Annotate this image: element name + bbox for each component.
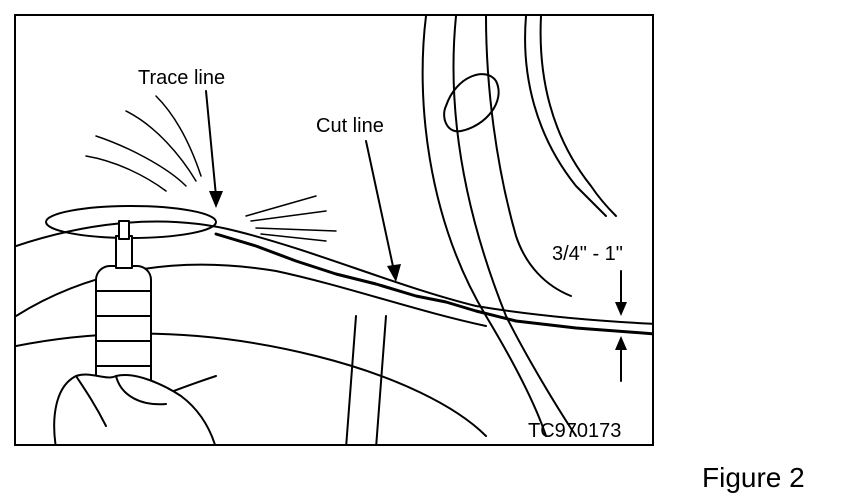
pillar-line-2 xyxy=(452,16,577,437)
trace-line-label: Trace line xyxy=(138,67,226,89)
figure-caption: Figure 2 xyxy=(702,462,805,493)
trace-line-arrow xyxy=(205,90,217,197)
post-line-2 xyxy=(375,315,387,444)
hand-fingers xyxy=(75,375,167,427)
pillar-line-5 xyxy=(485,16,572,297)
roof-curve-upper xyxy=(16,220,652,325)
tool-neck xyxy=(115,235,133,269)
illustration-frame: Trace line Cut line 3/4" - 1" TC970173 xyxy=(14,14,654,446)
pillar-line-4 xyxy=(539,16,617,217)
cut-line-label: Cut line xyxy=(316,115,384,137)
post-line-1 xyxy=(345,315,357,444)
spray-lines xyxy=(85,95,337,242)
cut-arrow-head xyxy=(387,264,401,282)
car-body-drawing xyxy=(16,16,652,444)
trace-arrow-head xyxy=(209,191,223,208)
figure-code: TC970173 xyxy=(528,420,622,442)
handle-shape xyxy=(443,73,500,133)
measure-arrow-top-head xyxy=(615,302,627,316)
tool-rings xyxy=(95,290,152,367)
cut-line-arrow xyxy=(365,140,395,272)
cut-line-path xyxy=(214,232,652,336)
pillar-line-3 xyxy=(524,16,607,217)
measurement-label: 3/4" - 1" xyxy=(552,243,623,265)
tool-tip xyxy=(118,220,130,240)
roof-curve-lower xyxy=(16,263,487,327)
pillar-line-1 xyxy=(421,16,547,437)
measure-arrow-bottom-head xyxy=(615,336,627,350)
